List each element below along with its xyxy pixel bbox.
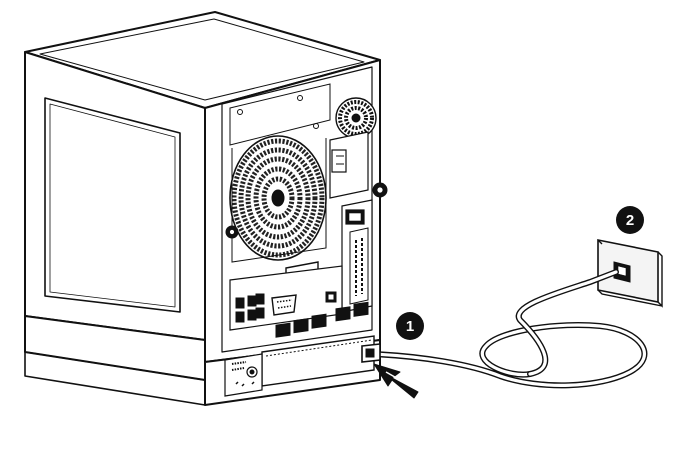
side-panel [44, 97, 181, 313]
system-fan [229, 135, 327, 261]
wall-network-jack [597, 239, 663, 308]
io-ports [229, 265, 343, 331]
network-cable [361, 269, 648, 389]
rear-panel-details [224, 83, 388, 397]
thumbscrew-left [225, 225, 239, 239]
insert-arrow [373, 363, 419, 399]
callout-2: 2 [616, 206, 644, 234]
psu-fan [335, 97, 377, 139]
thumbscrew-right [372, 182, 388, 198]
callout-2-label: 2 [626, 212, 634, 229]
callout-1: 1 [396, 312, 424, 340]
callout-1-label: 1 [406, 318, 414, 335]
